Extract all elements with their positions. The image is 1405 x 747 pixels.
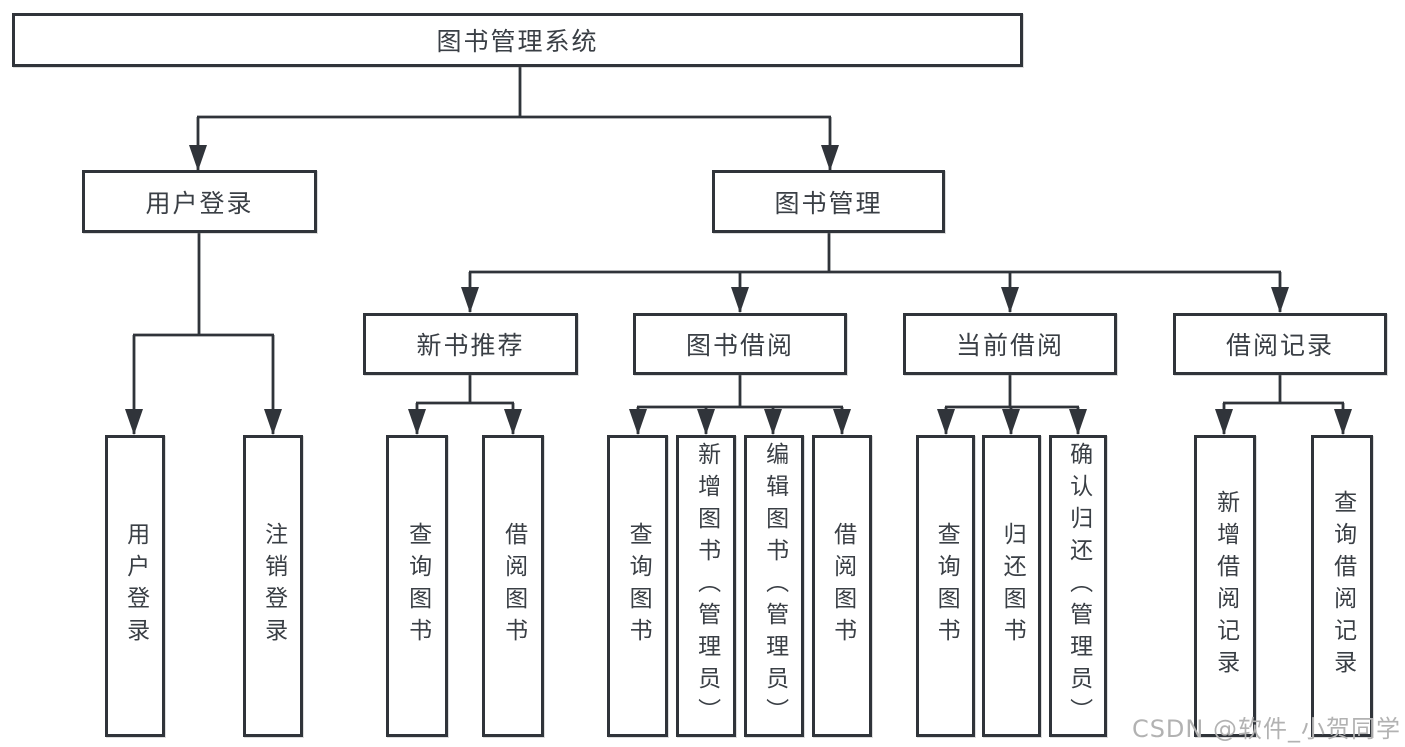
node-book-management-label: 图书管理 <box>774 188 883 218</box>
leaf-logout: 注销登录 <box>243 435 303 737</box>
leaf-query-borrow-record-label: 查询借阅记录 <box>1329 490 1356 682</box>
leaf-user-login-label: 用户登录 <box>122 522 149 650</box>
node-book-borrow: 图书借阅 <box>633 313 847 375</box>
leaf-add-book-admin-label: 新增图书（管理员） <box>693 442 720 730</box>
node-root-system: 图书管理系统 <box>12 13 1023 67</box>
csdn-watermark: CSDN @软件_小贺同学 <box>1131 715 1401 743</box>
leaf-edit-book-admin-label: 编辑图书（管理员） <box>761 442 788 730</box>
leaf-confirm-return-admin: 确认归还（管理员） <box>1049 435 1107 737</box>
leaf-query-book-recommend-label: 查询图书 <box>404 522 431 650</box>
leaf-query-book-borrow: 查询图书 <box>607 435 668 737</box>
node-current-borrow: 当前借阅 <box>903 313 1117 375</box>
leaf-add-borrow-record: 新增借阅记录 <box>1194 435 1256 737</box>
leaf-borrow-book-label: 借阅图书 <box>829 522 856 650</box>
leaf-query-book-current-label: 查询图书 <box>933 522 960 650</box>
node-book-management: 图书管理 <box>712 170 945 233</box>
leaf-borrow-book: 借阅图书 <box>812 435 872 737</box>
leaf-borrow-book-recommend: 借阅图书 <box>482 435 544 737</box>
leaf-borrow-book-recommend-label: 借阅图书 <box>500 522 527 650</box>
node-root-system-label: 图书管理系统 <box>436 27 599 56</box>
leaf-add-borrow-record-label: 新增借阅记录 <box>1212 490 1239 682</box>
leaf-return-book: 归还图书 <box>982 435 1041 737</box>
node-current-borrow-label: 当前借阅 <box>955 331 1064 360</box>
leaf-query-book-current: 查询图书 <box>916 435 975 737</box>
leaf-query-borrow-record: 查询借阅记录 <box>1311 435 1373 737</box>
leaf-confirm-return-admin-label: 确认归还（管理员） <box>1065 442 1092 730</box>
leaf-logout-label: 注销登录 <box>260 522 287 650</box>
node-new-book-recommend: 新书推荐 <box>363 313 578 375</box>
leaf-query-book-recommend: 查询图书 <box>386 435 448 737</box>
leaf-query-book-borrow-label: 查询图书 <box>625 522 652 650</box>
leaf-add-book-admin: 新增图书（管理员） <box>676 435 736 737</box>
leaf-return-book-label: 归还图书 <box>999 522 1026 650</box>
node-user-login-label: 用户登录 <box>145 188 254 218</box>
leaf-edit-book-admin: 编辑图书（管理员） <box>744 435 804 737</box>
node-new-book-recommend-label: 新书推荐 <box>416 331 525 360</box>
node-user-login: 用户登录 <box>82 170 317 233</box>
node-borrow-records: 借阅记录 <box>1173 313 1387 375</box>
node-book-borrow-label: 图书借阅 <box>685 331 794 360</box>
leaf-user-login: 用户登录 <box>105 435 165 737</box>
node-borrow-records-label: 借阅记录 <box>1225 331 1334 360</box>
